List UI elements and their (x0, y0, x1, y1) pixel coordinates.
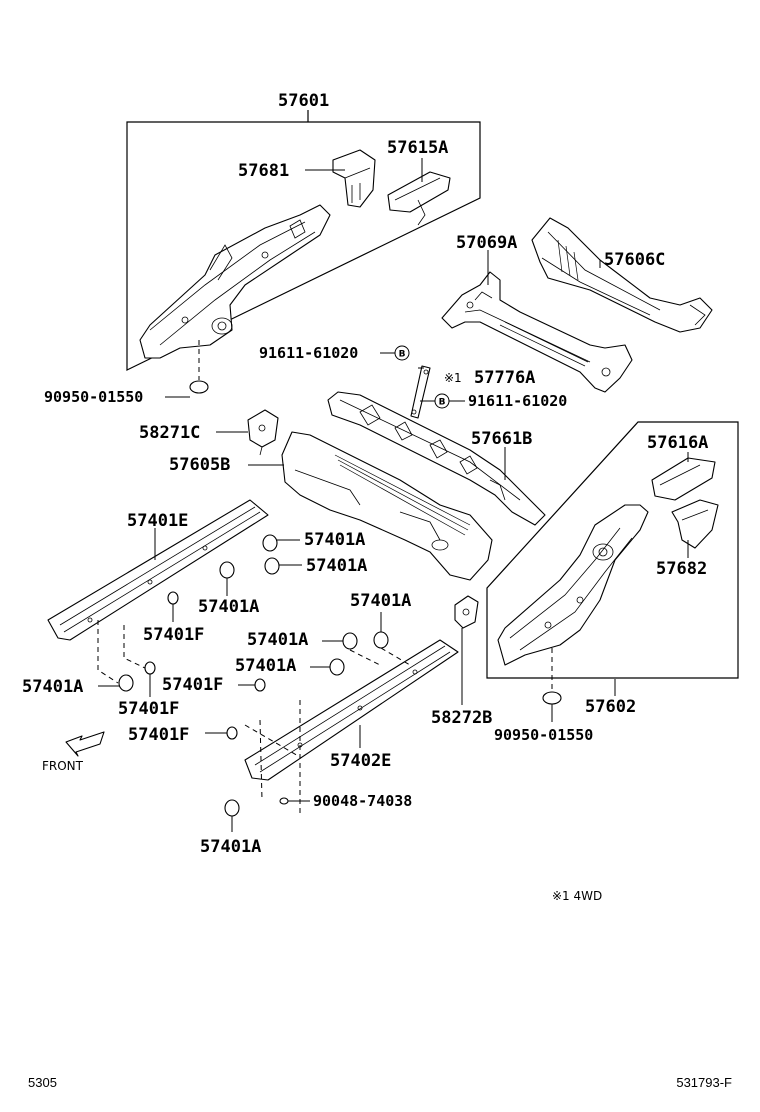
floor-member-57605B-shape (281, 431, 493, 581)
label-57401E[interactable]: 57401E (127, 511, 188, 531)
front-side-member-lh-shape (139, 204, 331, 359)
label-57616A[interactable]: 57616A (647, 433, 708, 453)
label-57605B[interactable]: 57605B (169, 455, 230, 475)
label-57401A-8[interactable]: 57401A (200, 837, 261, 857)
footer-figure-code: 531793-F (676, 1075, 732, 1090)
label-57401A-4[interactable]: 57401A (350, 591, 411, 611)
label-57401F-2[interactable]: 57401F (162, 675, 223, 695)
label-57401A-5[interactable]: 57401A (247, 630, 308, 650)
front-arrow: FRONT (42, 731, 105, 773)
label-57606C[interactable]: 57606C (604, 250, 665, 270)
label-90950-01550-a[interactable]: 90950-01550 (44, 388, 143, 406)
front-arrow-icon (65, 731, 105, 757)
label-58272B[interactable]: 58272B (431, 708, 492, 728)
label-57401A-7[interactable]: 57401A (22, 677, 83, 697)
ref1-marker: ※1 (444, 371, 462, 385)
brace-57776A-shape (410, 365, 431, 419)
footnote-4wd: ※1 4WD (552, 889, 602, 903)
front-label: FRONT (42, 759, 84, 773)
label-57661B[interactable]: 57661B (471, 429, 532, 449)
label-57401A-1[interactable]: 57401A (304, 530, 365, 550)
floor-member-57606C-shape (531, 217, 713, 333)
bracket-57681-shape (332, 149, 376, 208)
b-marker-1-label: B (399, 350, 406, 360)
label-57402E[interactable]: 57402E (330, 751, 391, 771)
group-box-57601 (126, 110, 481, 371)
label-57681[interactable]: 57681 (238, 161, 289, 181)
label-57682[interactable]: 57682 (656, 559, 707, 579)
label-57401A-2[interactable]: 57401A (306, 556, 367, 576)
label-57615A[interactable]: 57615A (387, 138, 448, 158)
label-90048-74038[interactable]: 90048-74038 (313, 792, 412, 810)
label-91611-61020-a[interactable]: 91611-61020 (259, 344, 358, 362)
grommet-90950-shape-b (542, 648, 562, 705)
b-marker-2: B (434, 393, 450, 409)
label-57401F-1[interactable]: 57401F (143, 625, 204, 645)
label-58271C[interactable]: 58271C (139, 423, 200, 443)
crossmember-57069A-shape (441, 271, 633, 393)
sill-57402E-shape (244, 639, 459, 781)
label-91611-61020-b[interactable]: 91611-61020 (468, 392, 567, 410)
bracket-58272B-shape (454, 595, 479, 629)
plug-57401F-shapes (144, 591, 289, 805)
label-57401A-6[interactable]: 57401A (235, 656, 296, 676)
label-57401F-3[interactable]: 57401F (118, 699, 179, 719)
front-side-member-rh-shape (497, 504, 649, 666)
group-box-57602 (486, 421, 739, 679)
label-57401F-4[interactable]: 57401F (128, 725, 189, 745)
part-labels[interactable]: 57601 57681 57615A 57069A 57606C 91611-6… (22, 91, 708, 857)
bracket-58271C-shape (247, 409, 279, 456)
grommet-90950-shape-a (189, 340, 209, 394)
b-marker-1: B (394, 345, 410, 361)
label-57601[interactable]: 57601 (278, 91, 329, 111)
plug-57401A-shapes (118, 534, 389, 817)
label-57602[interactable]: 57602 (585, 697, 636, 717)
b-marker-2-label: B (439, 398, 446, 408)
label-57069A[interactable]: 57069A (456, 233, 517, 253)
bracket-57682-shape (671, 499, 719, 549)
assembly-paths (97, 620, 411, 815)
gusset-57615A-shape (387, 171, 451, 226)
label-90950-01550-b[interactable]: 90950-01550 (494, 726, 593, 744)
label-57401A-3[interactable]: 57401A (198, 597, 259, 617)
crossmember-57661B-shape (327, 391, 546, 526)
gusset-57616A-shape (651, 457, 716, 501)
footer-page-code: 5305 (28, 1075, 57, 1090)
sill-57401E-shape (47, 499, 269, 641)
leader-lines (98, 158, 689, 832)
label-57776A[interactable]: 57776A (474, 368, 535, 388)
